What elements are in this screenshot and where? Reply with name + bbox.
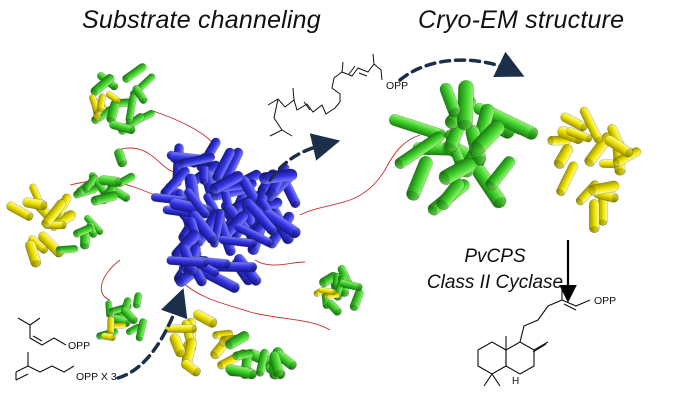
helix-cylinder	[25, 240, 42, 268]
ipp-opp-label: OPP X 3	[76, 371, 117, 383]
ggpp-structure	[267, 53, 383, 137]
helix-cylinder	[406, 156, 433, 201]
helix-cylinder	[326, 299, 342, 316]
helix-cylinder	[339, 279, 363, 292]
helix-cylinder	[485, 156, 516, 191]
cyclase-domain-midleft	[73, 148, 136, 206]
helix-cylinder	[255, 348, 269, 377]
helix-cylinder	[598, 193, 608, 226]
helix-cylinder	[560, 112, 588, 132]
dashed-arrows	[116, 51, 525, 380]
helix-cylinder	[107, 315, 115, 336]
helix-cylinder	[209, 170, 244, 195]
helix-cylinder	[612, 147, 642, 167]
ggpp-opp-label: OPP	[386, 80, 408, 92]
cyclase-domain-bottomleft	[96, 292, 147, 342]
enzyme-name: PvCPS	[464, 246, 526, 267]
helix-cylinder	[22, 197, 48, 211]
helix-cylinder	[109, 120, 136, 135]
title-substrate-channeling: Substrate channeling	[82, 6, 321, 34]
helix-cylinder	[125, 93, 137, 124]
helix-cylinder	[245, 200, 278, 236]
helix-cylinder	[456, 80, 475, 131]
helix-cylinder	[181, 359, 201, 377]
helix-cylinder	[72, 224, 94, 238]
helix-cylinder	[120, 306, 138, 325]
helix-cylinder	[98, 175, 122, 187]
arrow-to-core	[116, 288, 188, 380]
core-trimer	[150, 137, 301, 294]
dmapp-opp-label: OPP	[68, 340, 90, 352]
arrow-to-cryoem	[398, 51, 525, 82]
helix-cylinder	[132, 292, 143, 309]
helix-cylinder	[318, 287, 337, 295]
helix-cylinder	[439, 82, 461, 117]
helix-cylinder	[96, 93, 107, 113]
arrow-to-ggpp	[268, 133, 341, 182]
helix-cylinder	[262, 208, 301, 239]
linker-loops	[69, 109, 421, 331]
helix-cylinder	[164, 324, 197, 333]
helix-cylinder	[90, 191, 119, 206]
helix-cylinder	[438, 157, 477, 186]
cryoem-prenyltransferase	[547, 106, 642, 233]
helix-cylinder	[28, 235, 49, 254]
helix-cylinder	[105, 91, 121, 104]
helix-cylinder	[189, 210, 218, 245]
helix-cylinder	[90, 73, 115, 97]
helix-cylinder	[218, 235, 257, 248]
helix-cylinder	[269, 351, 284, 378]
helix-cylinder	[566, 127, 593, 143]
prenyltransferase-domain-left	[6, 183, 104, 268]
helix-cylinder	[100, 332, 116, 341]
helix-cylinder	[234, 222, 273, 248]
helix-cylinder	[225, 331, 250, 350]
helix-cylinder	[436, 178, 465, 211]
helix-cylinder	[82, 174, 98, 193]
helix-cylinder	[319, 271, 339, 288]
helix-cylinder	[604, 135, 634, 158]
helix-cylinder	[394, 131, 445, 170]
helix-cylinder	[55, 244, 79, 254]
helix-cylinder	[41, 199, 67, 229]
cyclase-domain-right-small	[313, 264, 364, 316]
helix-cylinder	[114, 148, 128, 168]
helix-cylinder	[579, 106, 603, 144]
ipp-structure	[15, 352, 75, 381]
helix-cylinder	[349, 288, 364, 311]
helix-cylinder	[258, 168, 298, 185]
helix-cylinder	[122, 63, 147, 83]
helix-cylinder	[132, 84, 148, 104]
helix-cylinder	[211, 147, 236, 183]
title-cryo-em-structure: Cryo-EM structure	[418, 6, 625, 34]
helix-cylinder	[6, 201, 34, 221]
helix-cylinder	[588, 180, 620, 196]
enzyme-class: Class II Cyclase	[426, 272, 564, 293]
helix-cylinder	[193, 309, 218, 328]
helix-cylinder	[178, 152, 216, 168]
helix-cylinder	[166, 255, 209, 268]
helix-cylinder	[556, 161, 579, 197]
helix-cylinder	[471, 120, 505, 155]
helix-cylinder	[225, 364, 257, 380]
helix-cylinder	[553, 144, 574, 169]
cryoem-cyclase	[388, 80, 538, 216]
cyclase-domain-topleft	[89, 63, 156, 135]
product-opp-label: OPP	[594, 295, 616, 307]
product-structure	[477, 286, 591, 387]
helix-cylinder	[169, 333, 186, 358]
product-stereo-h: H	[512, 376, 519, 387]
helix-cylinder	[232, 349, 254, 361]
helix-cylinder	[125, 323, 142, 336]
dmapp-structure	[17, 317, 67, 346]
domain-cluster-bottom	[164, 309, 297, 380]
helix-cylinder	[135, 318, 147, 342]
helix-cylinder	[589, 199, 600, 233]
